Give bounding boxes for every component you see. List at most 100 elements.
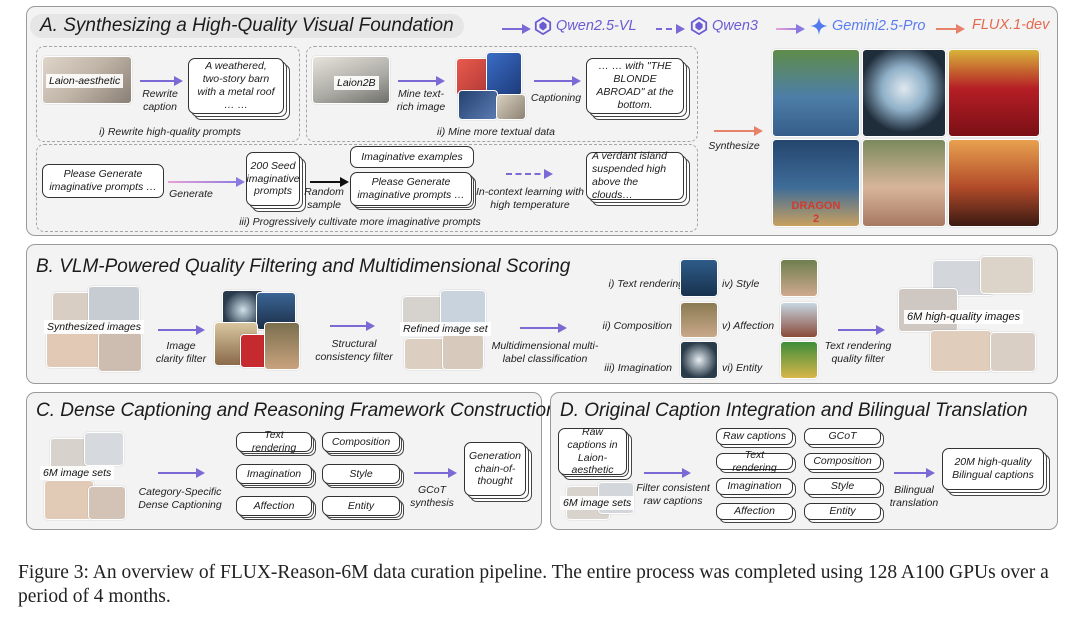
text-filter-arrow bbox=[838, 324, 885, 335]
legend-gemini-label: Gemini2.5-Pro bbox=[832, 18, 926, 34]
d-box-style: Style bbox=[804, 478, 884, 498]
gcot-synthesis-label: GCoT synthesis bbox=[410, 484, 454, 509]
panel-d-title: D. Original Caption Integration and Bili… bbox=[560, 400, 1028, 421]
c-image-sets-label: 6M image sets bbox=[40, 466, 115, 480]
category-style: iv) Style bbox=[722, 278, 760, 290]
gallery-astronaut-globe bbox=[862, 49, 946, 137]
dense-caption-arrow bbox=[158, 467, 205, 478]
result-collage-5 bbox=[990, 332, 1036, 372]
synth-collage-4 bbox=[98, 332, 142, 372]
legend-flux-label: FLUX.1-dev bbox=[972, 17, 1050, 33]
c-box-text-rendering: Text rendering bbox=[236, 429, 316, 456]
barn-prompt-text: A weathered, two-story barn with a metal… bbox=[188, 58, 284, 114]
c-collage-4 bbox=[88, 486, 126, 520]
clarity-collage-5 bbox=[264, 322, 300, 370]
c-collage-2 bbox=[84, 432, 124, 466]
category-affection: v) Affection bbox=[722, 320, 775, 332]
dragon-poster-title: DRAGON 2 bbox=[791, 200, 841, 226]
blonde-abroad-text: … … with "THE BLONDE ABROAD" at the bott… bbox=[586, 58, 684, 114]
legend-gemini: Gemini2.5-Pro bbox=[810, 17, 925, 35]
verdant-island-stack: A verdant island suspended high above th… bbox=[586, 150, 690, 206]
legend-flux: FLUX.1-dev bbox=[972, 17, 1049, 33]
rewrite-arrow bbox=[140, 75, 183, 86]
request-stack: Please Generate imaginative prompts … bbox=[350, 172, 476, 210]
d-box-imagination: Imagination bbox=[716, 478, 796, 498]
d-style-label: Style bbox=[804, 478, 881, 495]
c-collage-3 bbox=[44, 480, 94, 520]
clarity-filter-label: Image clarity filter bbox=[155, 340, 207, 365]
raw-captions-text: Raw captions in Laion-aesthetic bbox=[558, 426, 627, 476]
filter-consistent-label: Filter consistent raw captions bbox=[636, 482, 710, 507]
panel-a-title: A. Synthesizing a High-Quality Visual Fo… bbox=[30, 14, 464, 38]
d-imagination-label: Imagination bbox=[716, 478, 793, 495]
panel-b-title: B. VLM-Powered Quality Filtering and Mul… bbox=[36, 256, 571, 277]
gallery-dragon-poster bbox=[772, 139, 860, 227]
generate-arrow bbox=[168, 176, 245, 188]
gallery-flower-crown bbox=[862, 139, 946, 227]
thumb-affection bbox=[780, 302, 818, 338]
refined-collage-3 bbox=[404, 338, 446, 370]
legend-arrow-qwen3 bbox=[656, 23, 685, 34]
structural-filter-label: Structural consistency filter bbox=[315, 338, 393, 363]
c-style-label: Style bbox=[322, 464, 400, 484]
generate-request-box: Please Generate imaginative prompts … bbox=[42, 164, 164, 198]
qwen-logo-icon bbox=[690, 17, 708, 35]
synthesize-arrow bbox=[714, 125, 763, 136]
gallery-football-team bbox=[948, 49, 1040, 137]
request-text: Please Generate imaginative prompts … bbox=[350, 172, 472, 206]
c-box-style: Style bbox=[322, 464, 404, 488]
d-gcot-label: GCoT bbox=[804, 428, 881, 445]
legend-qwen25: Qwen2.5-VL bbox=[534, 17, 637, 35]
d-composition-label: Composition bbox=[804, 453, 881, 470]
bilingual-arrow bbox=[894, 467, 935, 478]
thumb-style bbox=[780, 259, 818, 297]
step-ii-frame bbox=[306, 46, 698, 142]
result-collage-4 bbox=[930, 330, 992, 372]
step-iii-caption: iii) Progressively cultivate more imagin… bbox=[239, 216, 481, 228]
d-raw-captions-label: Raw captions bbox=[716, 428, 793, 445]
d-entity-label: Entity bbox=[804, 503, 881, 520]
thumb-composition bbox=[680, 302, 718, 338]
legend-qwen3-label: Qwen3 bbox=[712, 18, 758, 34]
refined-collage-2 bbox=[440, 290, 486, 326]
d-box-text-rendering: Text rendering bbox=[716, 449, 796, 474]
synthesized-images-label: Synthesized images bbox=[44, 320, 144, 334]
thumb-imagination bbox=[680, 341, 718, 379]
dense-caption-label: Category-Specific Dense Captioning bbox=[138, 486, 222, 511]
gallery-sunset-field bbox=[948, 139, 1040, 227]
barn-prompt-stack: A weathered, two-story barn with a metal… bbox=[188, 58, 290, 120]
bilingual-output-text: 20M high-quality Bilingual captions bbox=[942, 448, 1044, 490]
c-box-affection: Affection bbox=[236, 496, 316, 520]
category-composition: ii) Composition bbox=[602, 320, 672, 332]
random-sample-label: Random sample bbox=[304, 186, 344, 211]
panel-b bbox=[26, 244, 1058, 384]
random-sample-arrow bbox=[310, 176, 349, 187]
c-box-entity: Entity bbox=[322, 496, 404, 520]
d-image-sets-label: 6M image sets bbox=[560, 496, 635, 510]
in-context-label: In-context learning with high temperatur… bbox=[476, 186, 584, 211]
text-rich-collage-4 bbox=[496, 94, 526, 120]
text-rich-collage-3 bbox=[458, 90, 498, 120]
c-composition-label: Composition bbox=[322, 432, 400, 452]
bilingual-translation-label: Bilingual translation bbox=[889, 484, 939, 509]
text-rich-collage-2 bbox=[486, 52, 522, 96]
blonde-abroad-stack: … … with "THE BLONDE ABROAD" at the bott… bbox=[586, 58, 690, 120]
laion-aesthetic-label: Laion-aesthetic bbox=[46, 74, 124, 88]
step-ii-caption: ii) Mine more textual data bbox=[437, 126, 555, 138]
c-affection-label: Affection bbox=[236, 496, 312, 516]
clarity-arrow bbox=[158, 324, 205, 335]
captioning-label: Captioning bbox=[530, 92, 582, 104]
step-iii-frame bbox=[36, 144, 698, 232]
d-text-rendering-label: Text rendering bbox=[716, 449, 793, 474]
c-imagination-label: Imagination bbox=[236, 464, 312, 484]
verdant-island-text: A verdant island suspended high above th… bbox=[586, 150, 684, 201]
category-text-rendering: i) Text rendering bbox=[608, 278, 684, 290]
legend-arrow-flux bbox=[936, 23, 965, 34]
multidim-arrow bbox=[520, 322, 567, 333]
category-entity: vi) Entity bbox=[722, 362, 763, 374]
c-box-imagination: Imagination bbox=[236, 464, 316, 488]
captioning-arrow bbox=[534, 75, 581, 86]
raw-captions-stack: Raw captions in Laion-aesthetic bbox=[558, 426, 632, 480]
d-box-gcot: GCoT bbox=[804, 428, 884, 448]
legend-qwen25-label: Qwen2.5-VL bbox=[556, 18, 637, 34]
